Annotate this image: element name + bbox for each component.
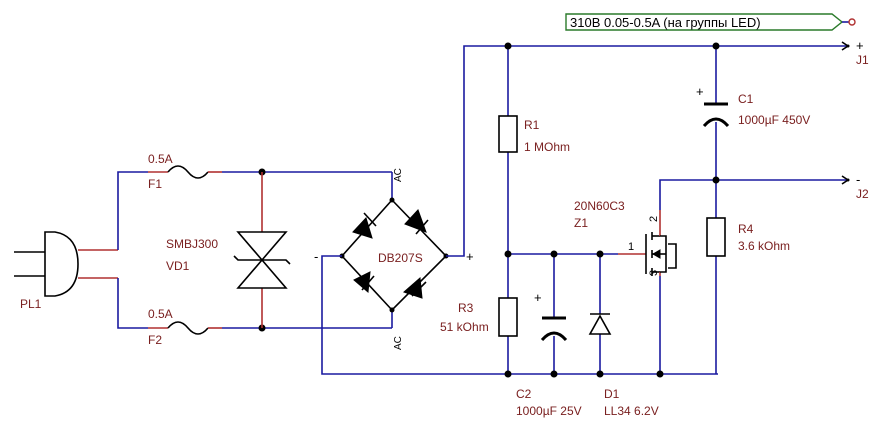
d1-value: LL34 6.2V	[604, 404, 659, 418]
mosfet-z1	[618, 210, 677, 276]
resistor-r1	[498, 115, 518, 153]
r1-value: 1 MOhm	[524, 140, 570, 154]
c1-polarity: +	[696, 84, 704, 99]
j2-sign: -	[856, 172, 860, 187]
tvs-vd1	[233, 172, 291, 328]
mosfet-pin1: 1	[628, 241, 634, 253]
wires-ac-rails	[222, 168, 392, 332]
j1-ref: J1	[856, 53, 869, 67]
fuse-f2	[148, 321, 222, 335]
r4-ref: R4	[738, 222, 754, 236]
connector-j1	[841, 41, 850, 51]
c1-ref: C1	[738, 92, 754, 106]
fuse2-ref: F2	[148, 333, 162, 347]
capacitor-c2	[540, 316, 568, 342]
fuse-f1	[148, 165, 222, 179]
mosfet-part: 20N60C3	[574, 199, 625, 213]
c2-polarity: +	[534, 290, 542, 305]
resistor-r3	[498, 297, 518, 337]
c1-value: 1000µF 450V	[738, 113, 810, 127]
wires-main	[321, 42, 848, 378]
mosfet-pin2: 2	[648, 216, 660, 222]
r4-value: 3.6 kOhm	[738, 239, 790, 253]
r3-ref: R3	[458, 301, 474, 315]
plug-ref: PL1	[20, 297, 42, 311]
mosfet-pin3: 3	[648, 270, 660, 276]
fuse1-ref: F1	[148, 177, 162, 191]
capacitor-c1	[702, 102, 730, 128]
tvs-part: SMBJ300	[166, 237, 218, 251]
fuse2-rating: 0.5A	[148, 307, 173, 321]
j1-sign: +	[856, 38, 864, 53]
resistor-r4	[706, 217, 726, 257]
mosfet-ref: Z1	[574, 216, 588, 230]
wires-input	[117, 171, 148, 329]
output-net-label	[565, 13, 856, 31]
bridge-minus: -	[314, 249, 318, 264]
plug-pl1	[14, 231, 118, 297]
output-label-text: 310B 0.05-0.5A (на группы LED)	[570, 15, 761, 30]
bridge-ac-top: AC	[393, 168, 404, 182]
tvs-ref: VD1	[166, 259, 190, 273]
r3-value: 51 kOhm	[440, 320, 489, 334]
c2-ref: C2	[516, 387, 532, 401]
bridge-ac-bottom: AC	[393, 336, 404, 350]
j2-ref: J2	[856, 187, 869, 201]
r1-ref: R1	[524, 118, 540, 132]
bridge-db207s	[339, 172, 449, 328]
fuse1-rating: 0.5A	[148, 152, 173, 166]
c2-value: 1000µF 25V	[516, 404, 582, 418]
bridge-part: DB207S	[378, 251, 423, 265]
d1-ref: D1	[604, 387, 620, 401]
bridge-plus: +	[466, 249, 474, 264]
connector-j2	[841, 175, 850, 185]
zener-d1	[588, 313, 612, 335]
